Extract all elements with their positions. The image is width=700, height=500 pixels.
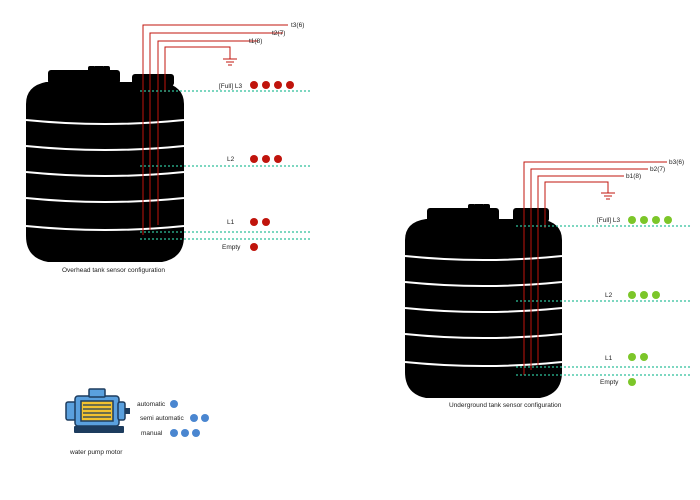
underground-level-3-dot-2 (640, 353, 648, 361)
overhead-level-2-dot-3 (274, 155, 282, 163)
overhead-level-1-dot-4 (286, 81, 294, 89)
overhead-wire-t1 (157, 40, 258, 225)
motor-mode-3-dot-2 (181, 429, 189, 437)
underground-level-2-dot-1 (628, 291, 636, 299)
motor-mode-2-dot-2 (201, 414, 209, 422)
underground-tank: b3(6) b2(7) b1(8) [Full] L3 L2 L1 Empty … (404, 159, 690, 409)
underground-level-1-dot-3 (652, 216, 660, 224)
underground-level-label-l2: L2 (605, 292, 613, 299)
overhead-caption: Overhead tank sensor configuration (62, 267, 165, 274)
overhead-level-2-dot-2 (262, 155, 270, 163)
overhead-level-1-dot-3 (274, 81, 282, 89)
underground-wire-ground (544, 181, 609, 228)
overhead-level-indicators (250, 81, 294, 251)
overhead-level-label-l3: [Full] L3 (219, 83, 243, 90)
overhead-tank: t3(6) t2(7) t1(8) [Full] L3 L2 L1 Empty … (25, 22, 312, 274)
underground-ground-icon (601, 192, 615, 200)
underground-level-2-dot-2 (640, 291, 648, 299)
overhead-level-2-dot-1 (250, 155, 258, 163)
underground-wire-b1 (537, 175, 624, 365)
underground-wire-b3 (523, 161, 667, 375)
underground-level-1-dot-1 (628, 216, 636, 224)
overhead-level-label-l2: L2 (227, 156, 235, 163)
underground-caption: Underground tank sensor configuration (449, 402, 562, 409)
overhead-ground-icon (223, 58, 237, 66)
underground-level-1-dot-2 (640, 216, 648, 224)
overhead-level-label-l1: L1 (227, 219, 235, 226)
overhead-level-3-dot-2 (262, 218, 270, 226)
pump-motor-icon (65, 388, 130, 433)
overhead-wire-t2 (149, 32, 283, 230)
underground-level-label-empty: Empty (600, 379, 619, 386)
motor-mode-label-manual: manual (141, 430, 163, 437)
motor-mode-3-dot-3 (192, 429, 200, 437)
underground-level-label-l1: L1 (605, 355, 613, 362)
overhead-wire-t3 (142, 24, 288, 235)
motor-mode-1-dot-1 (170, 400, 178, 408)
overhead-wire-label-t2: t2(7) (272, 30, 285, 37)
underground-level-label-l3: [Full] L3 (597, 217, 621, 224)
overhead-sensor-lines (140, 90, 312, 240)
underground-level-4-dot-1 (628, 378, 636, 386)
underground-level-3-dot-1 (628, 353, 636, 361)
overhead-level-1-dot-2 (262, 81, 270, 89)
overhead-wires (142, 24, 288, 235)
underground-wire-b2 (530, 168, 648, 370)
overhead-level-label-empty: Empty (222, 244, 241, 251)
motor-mode-3-dot-1 (170, 429, 178, 437)
underground-sensor-lines (516, 225, 690, 376)
overhead-wire-ground (164, 46, 231, 92)
motor-mode-label-semi-automatic: semi automatic (140, 415, 184, 422)
overhead-level-4-dot-1 (250, 243, 258, 251)
underground-level-2-dot-3 (652, 291, 660, 299)
motor-mode-label-automatic: automatic (137, 401, 166, 408)
underground-level-1-dot-4 (664, 216, 672, 224)
overhead-level-3-dot-1 (250, 218, 258, 226)
motor-mode-2-dot-1 (190, 414, 198, 422)
overhead-wire-label-t1: t1(8) (249, 38, 262, 45)
underground-wire-label-b1: b1(8) (626, 173, 641, 180)
underground-wire-label-b3: b3(6) (669, 159, 684, 166)
motor-caption: water pump motor (69, 449, 123, 456)
underground-level-indicators (628, 216, 672, 386)
underground-wire-label-b2: b2(7) (650, 166, 665, 173)
motor-mode-indicators (170, 400, 209, 437)
overhead-level-1-dot-1 (250, 81, 258, 89)
overhead-tank-body (25, 63, 185, 262)
water-pump-motor: automatic semi automatic manual water pu… (65, 388, 209, 456)
overhead-wire-label-t3: t3(6) (291, 22, 304, 29)
underground-wires (523, 161, 667, 375)
underground-tank-body (404, 201, 563, 398)
